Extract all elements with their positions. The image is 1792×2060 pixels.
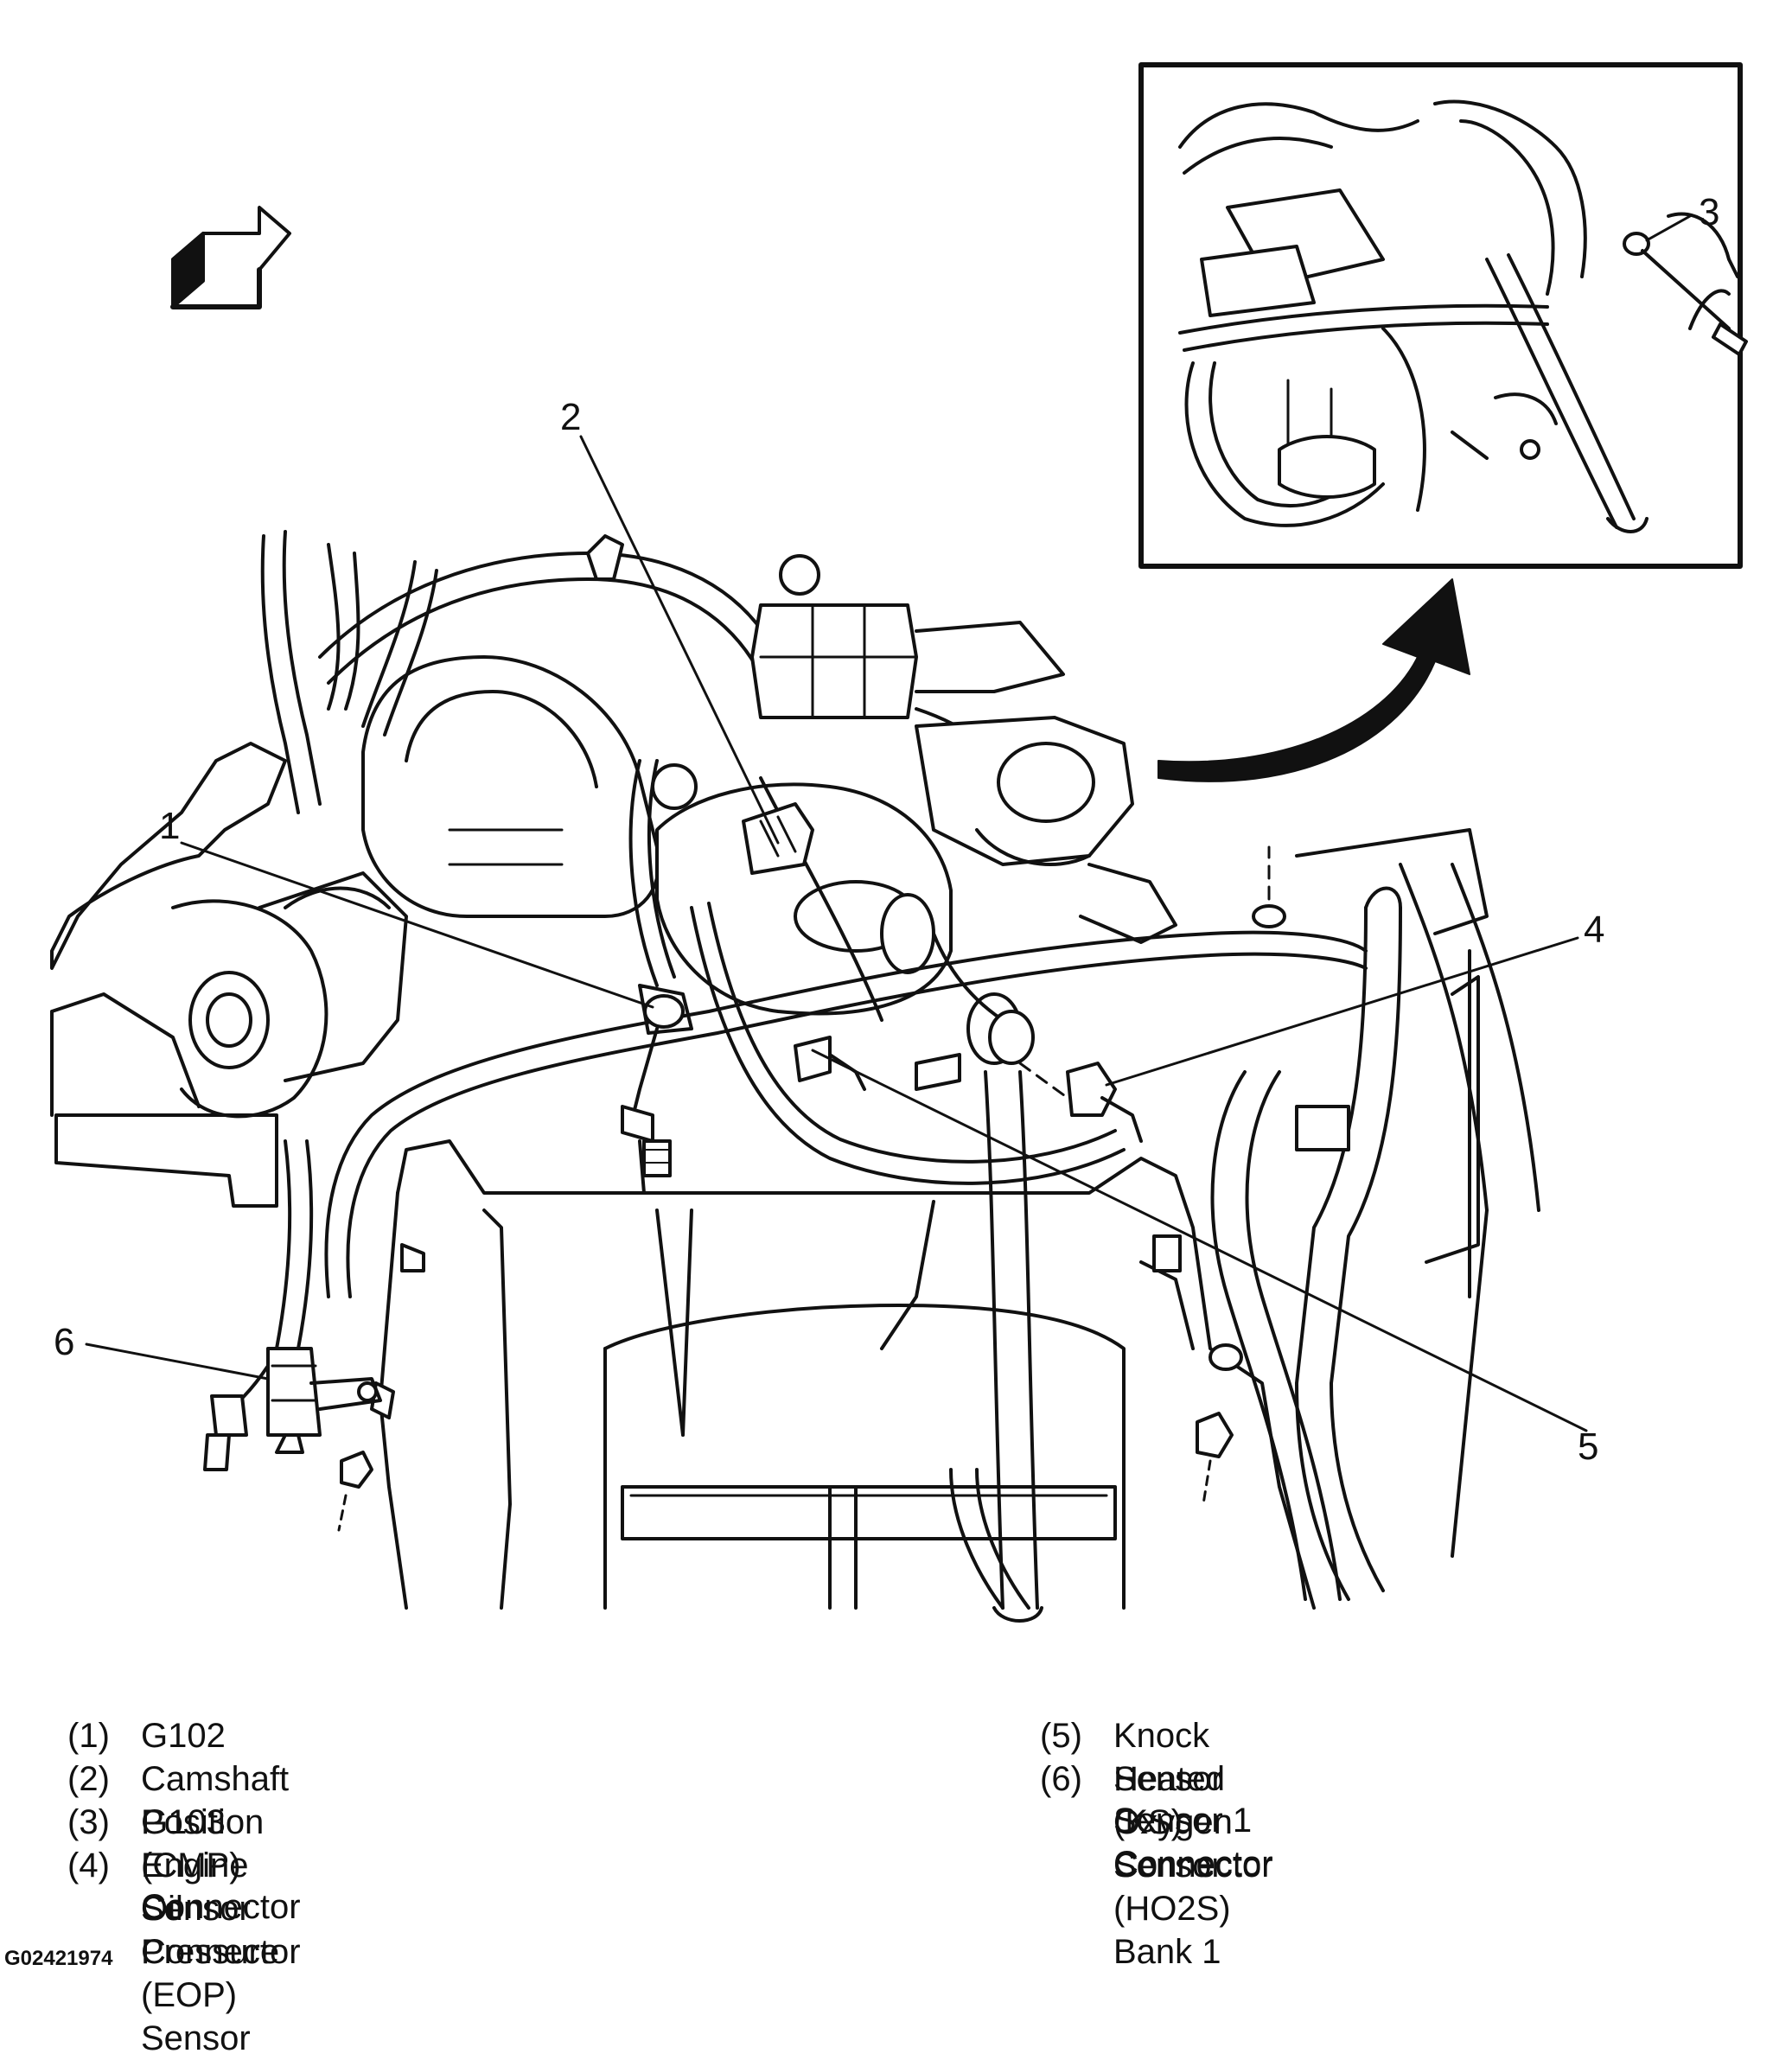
engine-wiring-diagram: 1 2 3 4 5 6 <box>50 62 1748 1623</box>
callout-3-leader <box>1645 214 1692 242</box>
legend-label: Knock Sensor (KS) Connector <box>1113 1717 1273 1885</box>
callout-2: 2 <box>560 396 581 438</box>
callout-6: 6 <box>54 1321 74 1363</box>
figure-id: G02421974 <box>4 1947 113 1970</box>
legend-label-continued: Connector <box>141 1888 301 1926</box>
callout-2-leader <box>579 435 780 845</box>
engine-assembly <box>50 530 1540 1623</box>
detail-view-arrow-icon <box>1157 578 1470 782</box>
legend-number: (5) <box>1040 1717 1082 1755</box>
direction-arrow-icon <box>170 206 291 309</box>
callout-numbers: 1 2 3 4 5 6 <box>54 191 1719 1468</box>
callout-5: 5 <box>1578 1425 1598 1468</box>
callout-1: 1 <box>159 805 180 847</box>
callout-3: 3 <box>1699 191 1719 233</box>
legend-label: Camshaft Position (CMP) Sensor Connector <box>141 1760 301 1971</box>
legend-label: Heated Oxygen Sensor (HO2S) Bank 1 <box>1113 1760 1233 1971</box>
callout-6-leader <box>85 1343 270 1381</box>
legend-number: (1) <box>67 1717 110 1755</box>
legend-label-continued: Sensor 1 Connector <box>1113 1802 1273 1883</box>
callout-1-leader <box>180 841 654 1009</box>
callout-4-leader <box>1105 936 1579 1087</box>
inset-detail-view <box>1138 62 1748 569</box>
legend-number: (4) <box>67 1846 110 1885</box>
callout-5-leader <box>811 1049 1588 1432</box>
legend-number: (2) <box>67 1760 110 1798</box>
legend-label: G102 <box>141 1717 226 1755</box>
callout-leader-lines <box>85 214 1692 1432</box>
legend-label: G103 <box>141 1803 226 1841</box>
legend-number: (3) <box>67 1803 110 1841</box>
legend-label: Engine Oil Pressure (EOP) Sensor <box>141 1846 280 2057</box>
legend-number: (6) <box>1040 1760 1082 1798</box>
callout-4: 4 <box>1584 909 1604 951</box>
